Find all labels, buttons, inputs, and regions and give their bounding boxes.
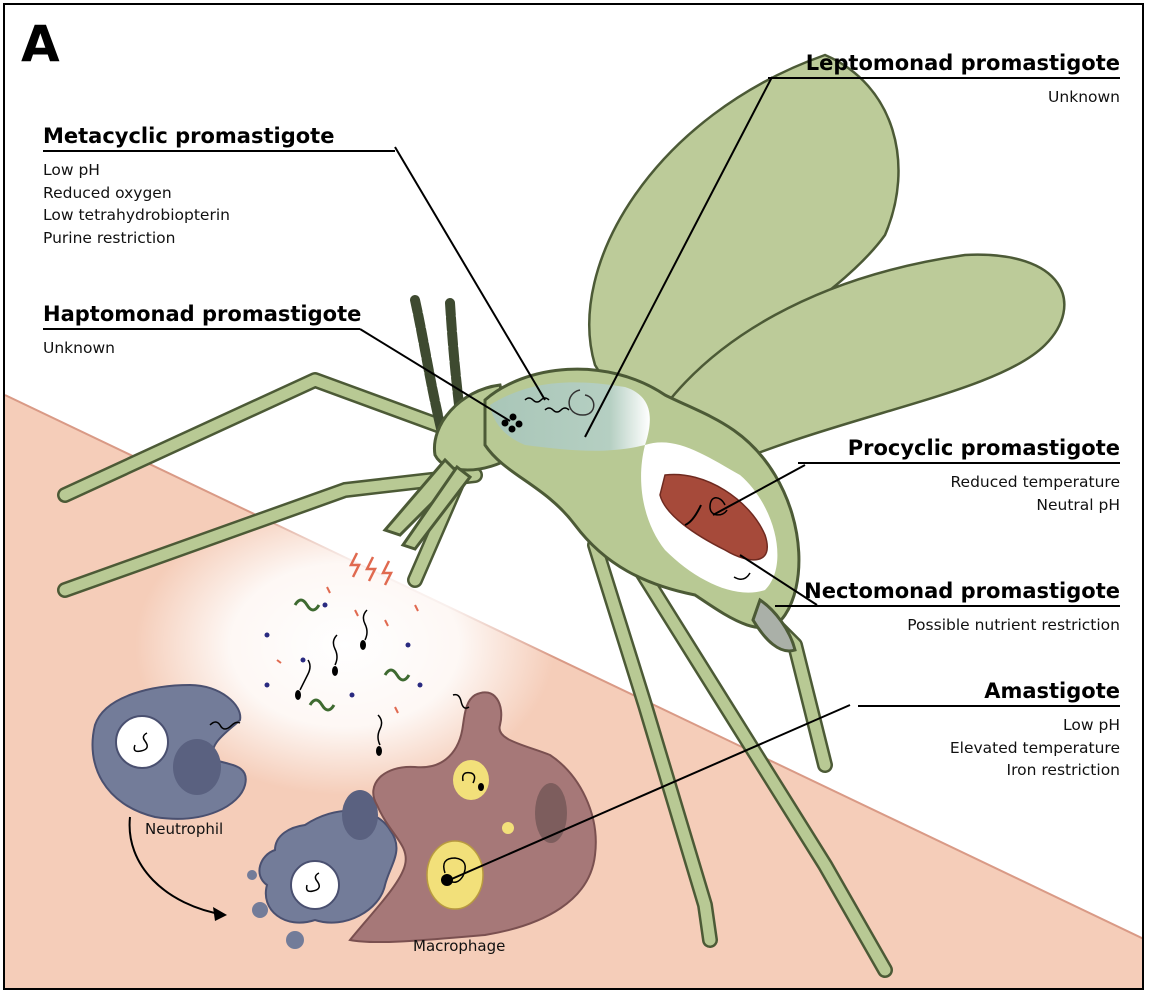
stage-conditions: Low pH Elevated temperature Iron restric… (858, 714, 1120, 782)
stage-title: Amastigote (858, 678, 1120, 704)
neutrophil-label: Neutrophil (145, 820, 223, 838)
condition-item: Low tetrahydrobiopterin (43, 204, 395, 227)
condition-item: Low pH (858, 714, 1120, 737)
title-underline (43, 150, 395, 152)
condition-item: Elevated temperature (858, 737, 1120, 760)
condition-item: Unknown (43, 337, 361, 360)
condition-item: Purine restriction (43, 227, 395, 250)
title-underline (858, 705, 1120, 707)
condition-item: Low pH (43, 159, 395, 182)
stage-amastigote: Amastigote Low pH Elevated temperature I… (858, 678, 1120, 782)
title-underline (43, 328, 360, 330)
condition-item: Neutral pH (798, 494, 1120, 517)
stage-conditions: Low pH Reduced oxygen Low tetrahydrobiop… (43, 159, 395, 249)
condition-item: Iron restriction (858, 759, 1120, 782)
condition-item: Possible nutrient restriction (775, 614, 1120, 637)
stage-conditions: Unknown (768, 86, 1120, 109)
condition-item: Reduced temperature (798, 471, 1120, 494)
figure-panel: A Metacyclic promastigote Low pH Reduced… (3, 3, 1144, 990)
stage-leptomonad: Leptomonad promastigote Unknown (768, 50, 1120, 109)
macrophage-label: Macrophage (413, 937, 505, 955)
title-underline (798, 462, 1120, 464)
stage-procyclic: Procyclic promastigote Reduced temperatu… (798, 435, 1120, 516)
title-underline (768, 77, 1120, 79)
stage-conditions: Reduced temperature Neutral pH (798, 471, 1120, 516)
condition-item: Unknown (768, 86, 1120, 109)
stage-title: Metacyclic promastigote (43, 123, 395, 149)
pointer-metacyclic (395, 147, 545, 400)
stage-conditions: Unknown (43, 337, 361, 360)
stage-haptomonad: Haptomonad promastigote Unknown (43, 301, 361, 360)
condition-item: Reduced oxygen (43, 182, 395, 205)
stage-title: Leptomonad promastigote (768, 50, 1120, 76)
stage-title: Nectomonad promastigote (775, 578, 1120, 604)
stage-title: Haptomonad promastigote (43, 301, 361, 327)
stage-metacyclic: Metacyclic promastigote Low pH Reduced o… (43, 123, 395, 249)
title-underline (775, 605, 1120, 607)
stage-conditions: Possible nutrient restriction (775, 614, 1120, 637)
stage-nectomonad: Nectomonad promastigote Possible nutrien… (775, 578, 1120, 637)
stage-title: Procyclic promastigote (798, 435, 1120, 461)
panel-label: A (21, 19, 60, 69)
